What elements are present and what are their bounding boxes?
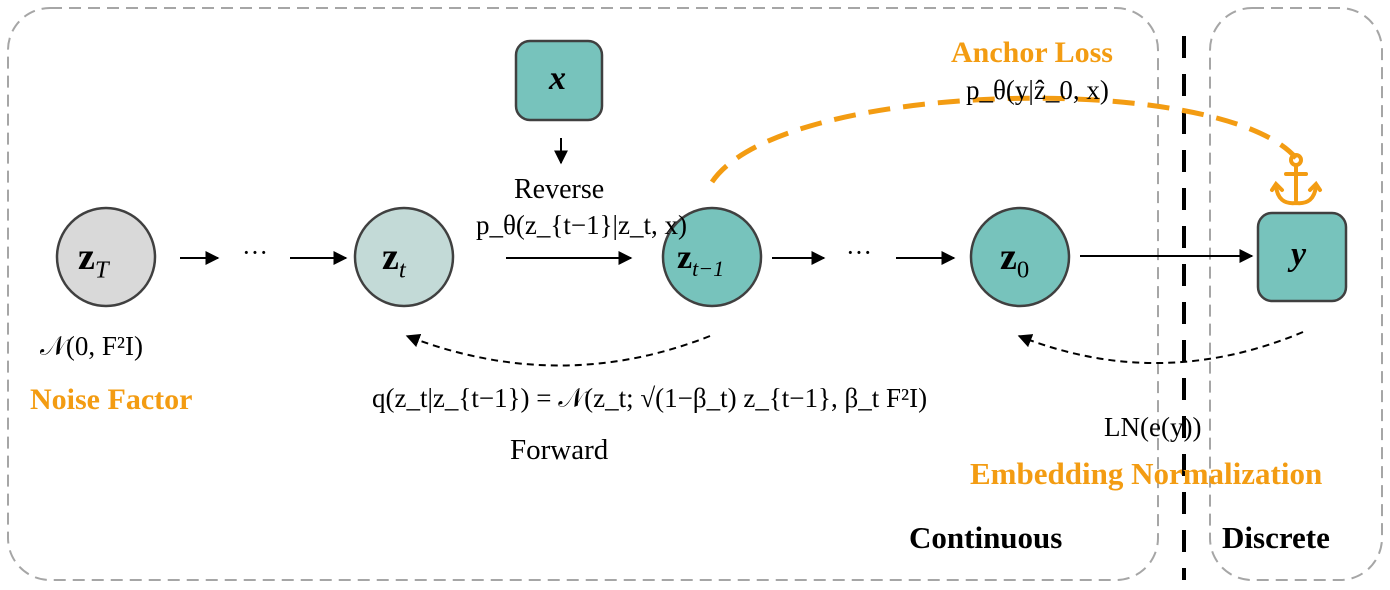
node-z0-label: z0 [1000,236,1030,284]
discrete-label: Discrete [1222,520,1330,555]
discrete-region [1209,7,1383,581]
node-y-label: y [1291,236,1307,273]
node-zt [353,206,455,308]
embedding-formula: LN(e(y)) [1104,412,1202,442]
node-x [514,39,604,122]
noise-factor-label: Noise Factor [30,383,193,416]
node-z0 [969,206,1071,308]
reverse-formula: p_θ(z_{t−1}|z_t, x) [476,210,687,240]
anchor-icon [1270,153,1322,206]
forward-title: Forward [510,434,609,466]
noise-formula: 𝒩(0, F²I) [40,331,143,361]
node-zT [55,206,157,308]
arrow-forward-dashed [405,333,711,367]
anchor-loss-formula: p_θ(y|ẑ_0, x) [966,75,1109,105]
forward-formula: q(z_t|z_{t−1}) = 𝒩(z_t; √(1−β_t) z_{t−1}… [372,383,928,413]
embedding-normalization-label: Embedding Normalization [970,456,1323,491]
continuous-region [7,7,1159,581]
node-y [1256,211,1348,303]
node-zt-minus-1 [661,206,763,308]
node-zt-label: zt [382,236,406,284]
continuous-label: Continuous [909,520,1063,555]
arrow-embedding-dashed [1017,331,1304,364]
anchor-loss-label: Anchor Loss [951,36,1113,69]
node-ztm1-label: zt−1 [677,239,725,281]
ellipsis-2: ··· [846,238,872,267]
anchor-loss-curve [709,95,1298,184]
ellipsis-1: ··· [242,238,268,267]
node-x-label: x [549,60,566,97]
reverse-title: Reverse [514,174,605,205]
node-zT-label: zT [78,236,109,284]
